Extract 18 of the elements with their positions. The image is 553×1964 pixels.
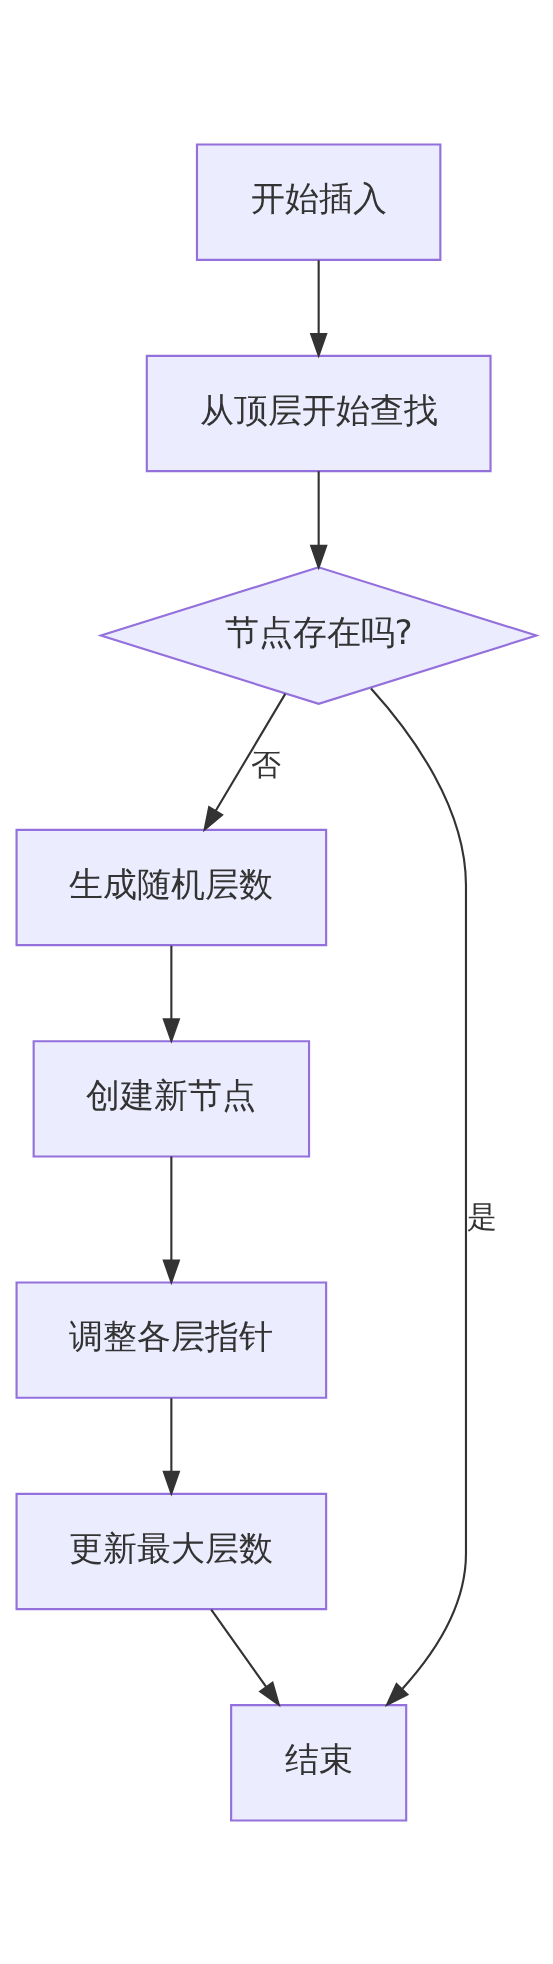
arrow (370, 687, 468, 1707)
node-box: 生成随机层数 (15, 828, 328, 946)
node-box: 调整各层指针 (15, 1280, 328, 1399)
edge-label: 否 (251, 746, 282, 782)
arrow (210, 1608, 281, 1707)
arrow (162, 1397, 181, 1496)
node-box: 结束 (230, 1703, 408, 1822)
node-diamond: 节点存在吗? (97, 565, 540, 705)
node-box: 更新最大层数 (15, 1492, 328, 1610)
arrow (162, 1156, 181, 1285)
node-box: 开始插入 (195, 142, 442, 261)
node-box: 从顶层开始查找 (145, 354, 492, 472)
arrow (309, 470, 328, 570)
arrow (162, 945, 181, 1044)
edge-label: 是 (466, 1198, 497, 1234)
node-box: 创建新节点 (32, 1039, 311, 1158)
arrow (309, 259, 328, 359)
arrow (203, 692, 287, 832)
